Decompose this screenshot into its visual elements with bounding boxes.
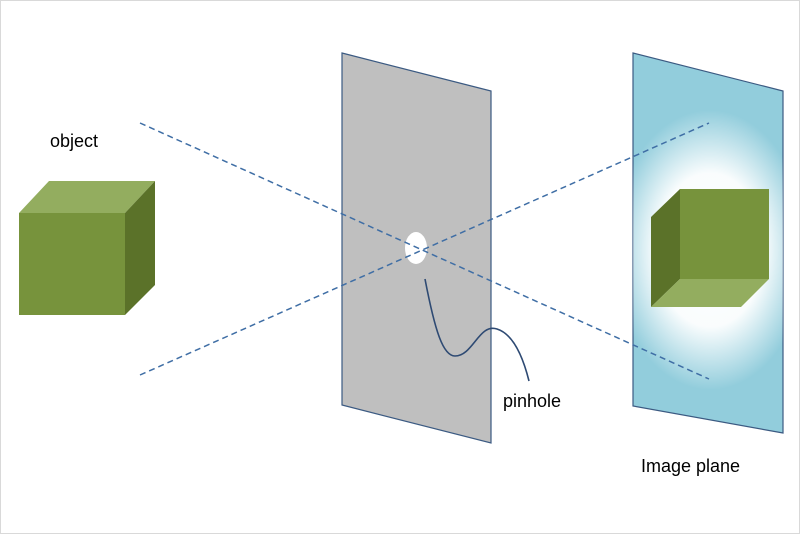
- ray-bottom-to-top: [139, 122, 710, 376]
- image-cube-bottom-face: [651, 279, 769, 307]
- image-cube-front-face: [680, 189, 769, 279]
- pinhole-aperture: [405, 232, 427, 264]
- pinhole-pointer-line: [424, 278, 530, 382]
- object-label: object: [50, 131, 99, 151]
- object-cube-front-face: [19, 213, 125, 315]
- ray-top-to-bottom: [139, 122, 710, 380]
- image-plane: [632, 52, 784, 434]
- image-plane-label: Image plane: [641, 456, 741, 476]
- object-cube-top-face: [19, 181, 155, 213]
- image-cube-side-face: [651, 189, 680, 307]
- inverted-image-cube: [651, 189, 769, 307]
- object-cube: [19, 181, 155, 315]
- light-rays: [139, 122, 710, 380]
- pinhole-label: pinhole: [503, 391, 562, 411]
- object-cube-side-face: [125, 181, 155, 315]
- pinhole-screen: [341, 52, 530, 444]
